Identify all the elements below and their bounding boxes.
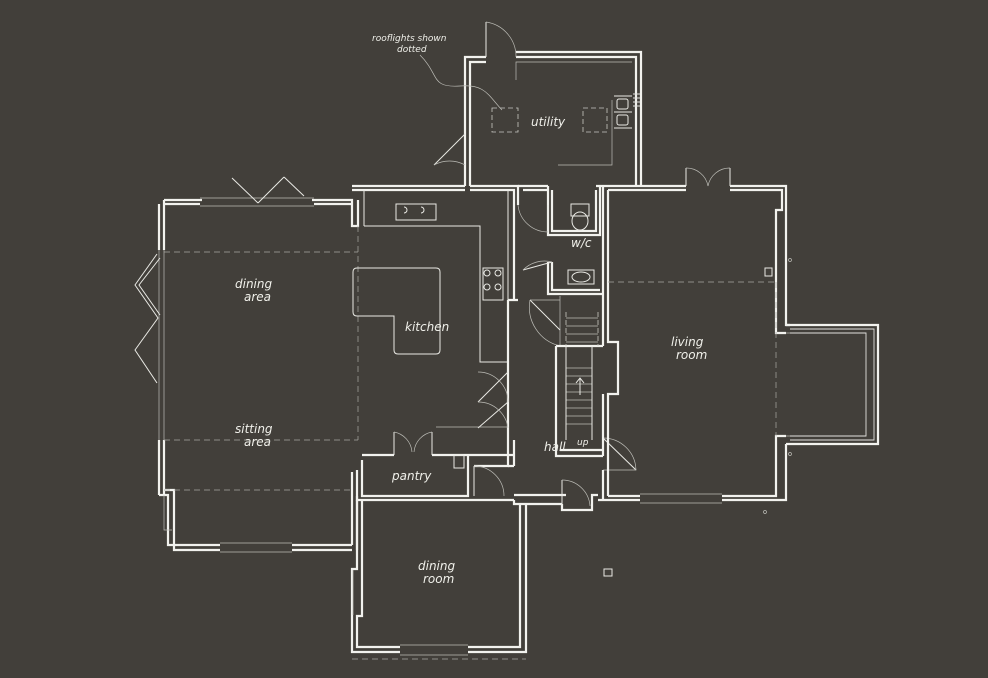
staircase: up	[565, 312, 599, 448]
dining-room-label-1: dining	[418, 559, 455, 573]
sitting-area-label-1: sitting	[235, 422, 273, 436]
dining-area-label-2: area	[244, 290, 271, 304]
hall-label: hall	[544, 440, 566, 454]
dining-room-label-2: room	[423, 572, 454, 586]
wc-label: w/c	[571, 236, 592, 250]
living-room-label-2: room	[676, 348, 707, 362]
dining-area-label-1: dining	[235, 277, 272, 291]
kitchen-label: kitchen	[405, 320, 449, 334]
utility-label: utility	[531, 115, 566, 129]
wc-and-hall: up	[473, 184, 637, 640]
kitchen-dining-room	[134, 176, 520, 553]
annotation-line2: dotted	[397, 45, 427, 55]
living-room	[598, 167, 880, 577]
sitting-area-label-2: area	[244, 435, 271, 449]
dining-room	[350, 500, 528, 660]
annotation-leader	[419, 54, 503, 111]
living-room-label-1: living	[671, 335, 704, 349]
annotation-line1: rooflights shown	[372, 34, 447, 44]
utility-room	[433, 21, 643, 187]
pantry-label: pantry	[391, 469, 432, 483]
stair-up-label: up	[577, 438, 589, 448]
